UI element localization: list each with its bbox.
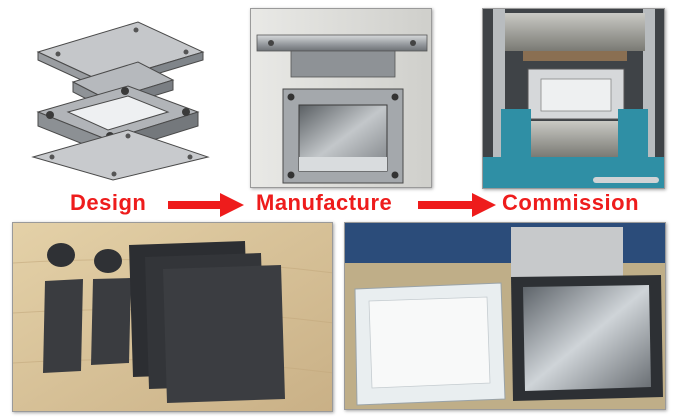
arrow-right-icon <box>168 193 244 217</box>
step-label-design: Design <box>70 190 147 215</box>
hydraulic-press-photo <box>482 8 665 189</box>
machined-mould-photo <box>250 8 432 188</box>
cad-mould-drawing <box>28 12 228 182</box>
step-label-manufacture: Manufacture <box>256 190 393 215</box>
step-label-commission: Commission <box>502 190 640 215</box>
moulded-sample-sheets-photo <box>12 222 333 412</box>
arrow-right-icon <box>418 193 496 217</box>
finished-moulding-photo <box>344 222 666 410</box>
